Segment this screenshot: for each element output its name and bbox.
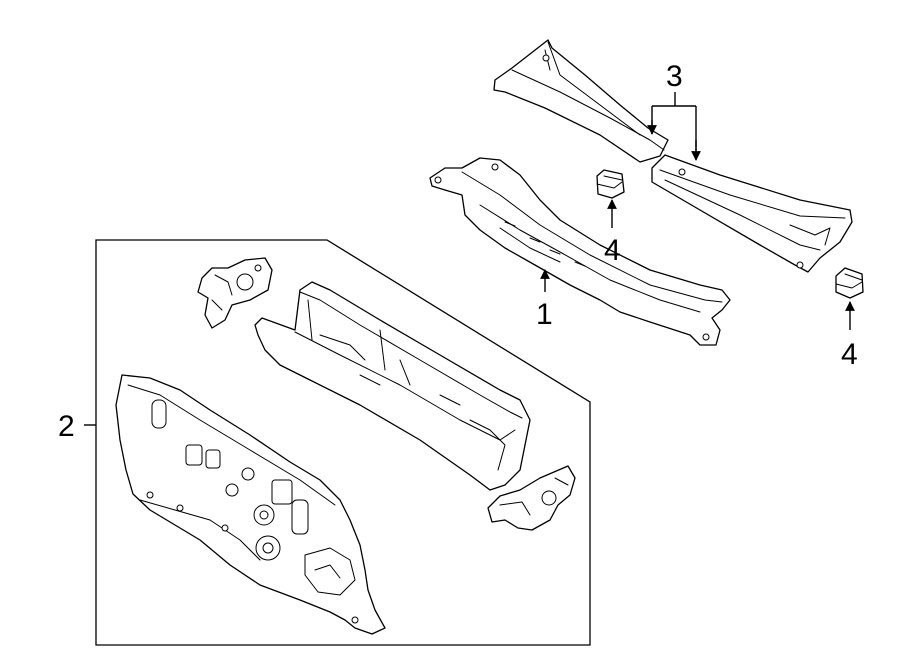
callout-4-upper: 4	[604, 234, 621, 267]
dash-panel	[115, 374, 386, 635]
callout-4-lower: 4	[841, 338, 858, 371]
clip-upper	[596, 169, 625, 199]
part-2-group-frame	[95, 239, 591, 646]
leader-part-3	[651, 92, 697, 158]
bracket-upper	[197, 257, 273, 329]
dash-cross-member	[254, 281, 531, 491]
callout-3: 3	[666, 60, 683, 93]
cowl-panel-left	[493, 39, 669, 163]
cowl-panel-right	[651, 154, 853, 273]
cowl-cross-member	[429, 157, 731, 346]
callout-1: 1	[536, 298, 553, 331]
bracket-lower	[487, 465, 576, 531]
callout-2: 2	[58, 410, 75, 443]
clip-lower	[835, 267, 864, 299]
